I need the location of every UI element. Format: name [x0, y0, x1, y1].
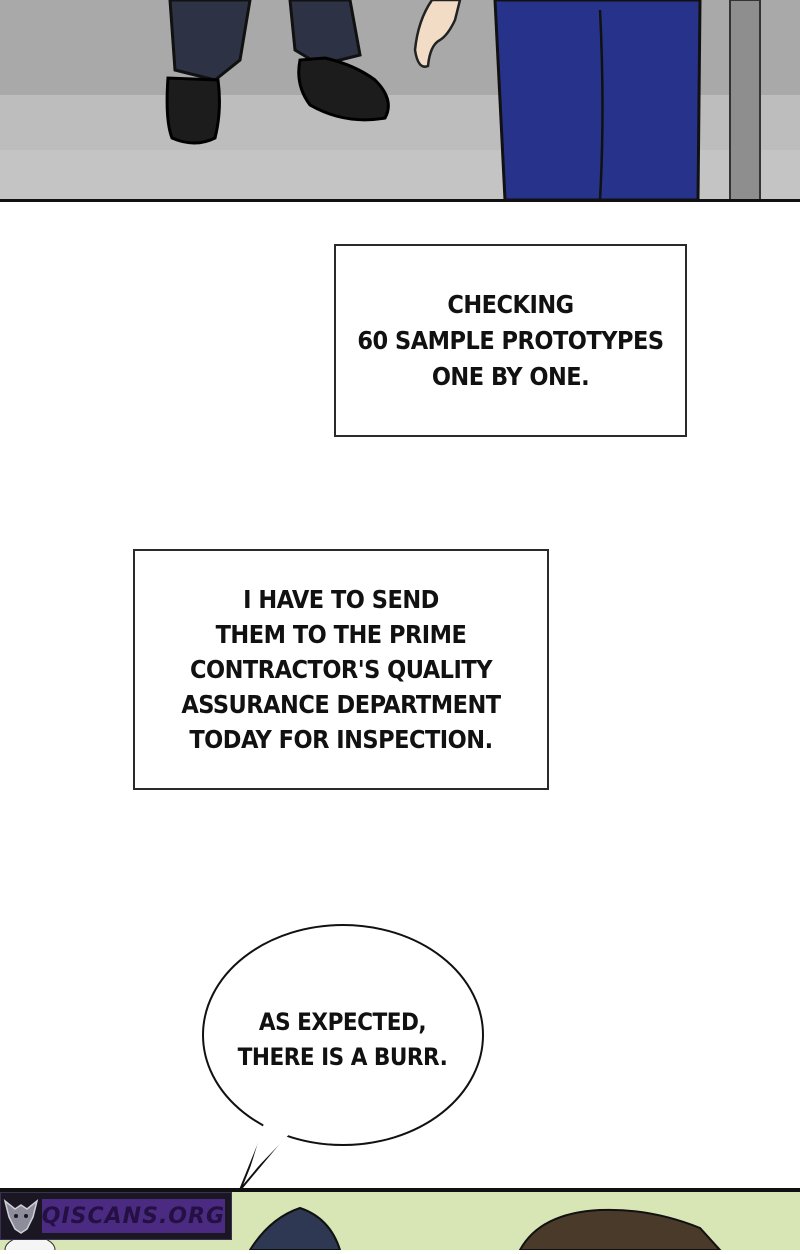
narration-caption-2-text: I HAVE TO SEND THEM TO THE PRIME CONTRAC…: [181, 585, 501, 754]
panel-divider: [0, 199, 800, 202]
narration-caption-1: CHECKING 60 SAMPLE PROTOTYPES ONE BY ONE…: [334, 244, 687, 437]
speech-bubble-text: AS EXPECTED, THERE IS A BURR.: [237, 1008, 448, 1071]
top-panel-illustration: [0, 0, 800, 200]
speech-bubble: [0, 920, 800, 1250]
narration-caption-2: I HAVE TO SEND THEM TO THE PRIME CONTRAC…: [133, 549, 549, 790]
wolf-logo-icon: [1, 1193, 42, 1239]
watermark-text: QISCANS.ORG: [41, 1199, 225, 1233]
narration-caption-1-text: CHECKING 60 SAMPLE PROTOTYPES ONE BY ONE…: [357, 289, 664, 391]
site-watermark: QISCANS.ORG: [0, 1192, 232, 1240]
